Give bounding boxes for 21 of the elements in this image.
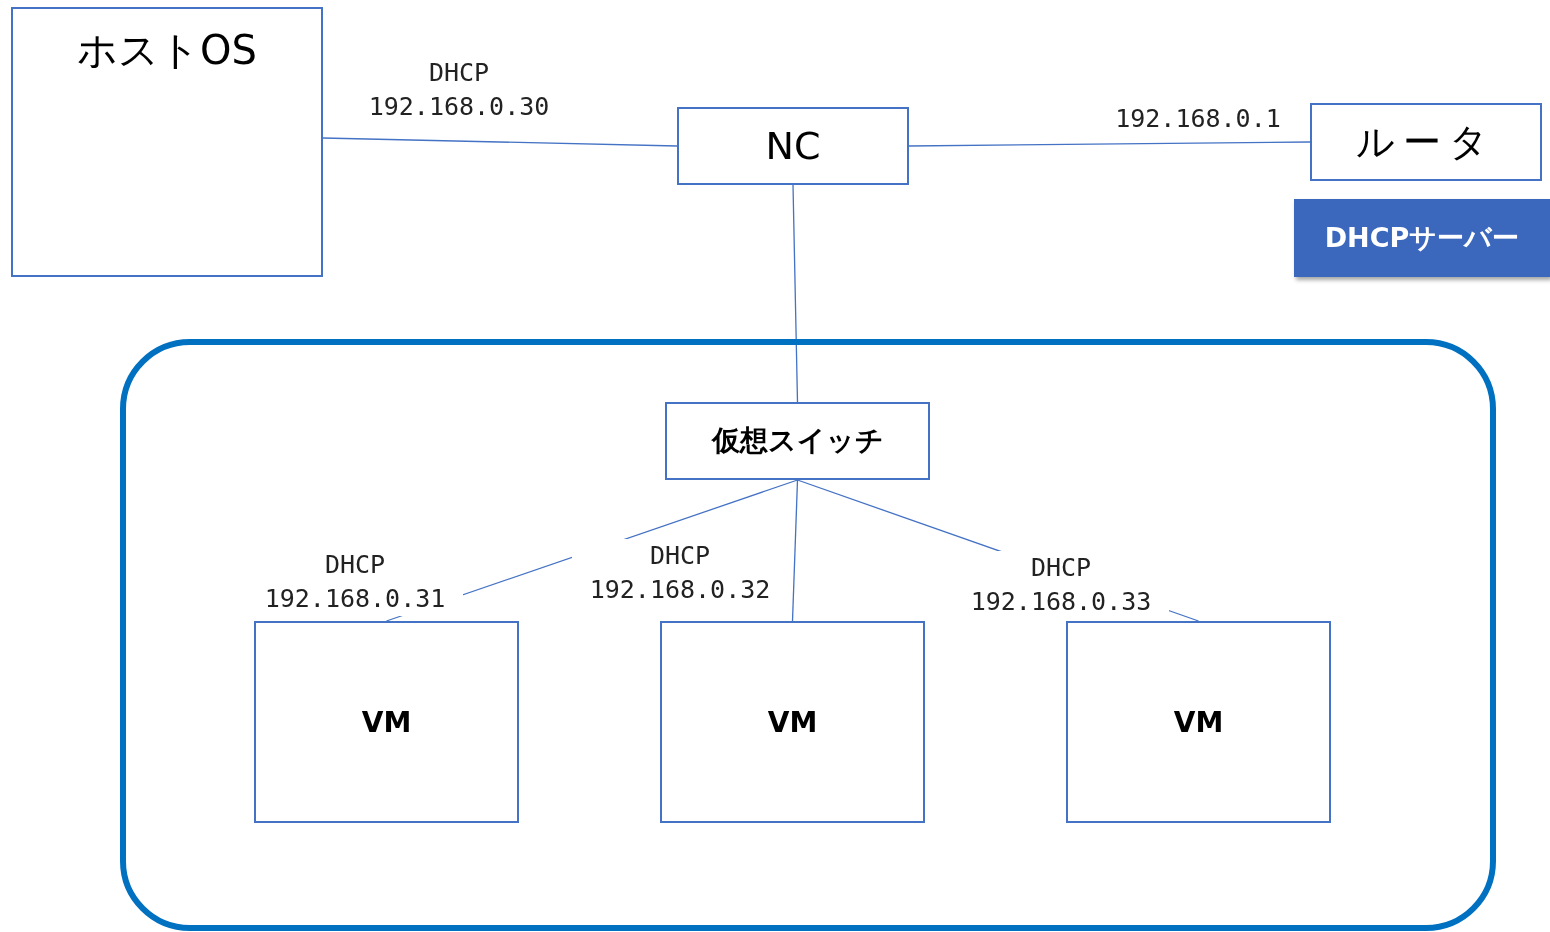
connector-line <box>908 141 1311 147</box>
server-badge <box>1294 199 1550 277</box>
box-label: 仮想スイッチ <box>711 423 884 459</box>
box-label: VM <box>767 705 818 739</box>
box-label: VM <box>1173 705 1224 739</box>
vm-box <box>660 621 925 823</box>
box-label: VM <box>361 705 412 739</box>
box-label: ホストOS <box>77 26 257 75</box>
host-frame <box>120 339 1496 931</box>
box-label: ルータ <box>1356 118 1496 166</box>
nic-box <box>677 107 909 185</box>
connector-line <box>792 184 799 403</box>
router-box <box>1310 103 1542 181</box>
box-label: DHCPサーバー <box>1324 221 1520 255</box>
connector-line <box>791 479 799 622</box>
connector-line <box>322 137 678 147</box>
host-box <box>11 7 323 277</box>
switch-box <box>665 402 930 480</box>
box-label: NC <box>765 124 821 168</box>
vm-box <box>1066 621 1331 823</box>
vm-box <box>254 621 519 823</box>
